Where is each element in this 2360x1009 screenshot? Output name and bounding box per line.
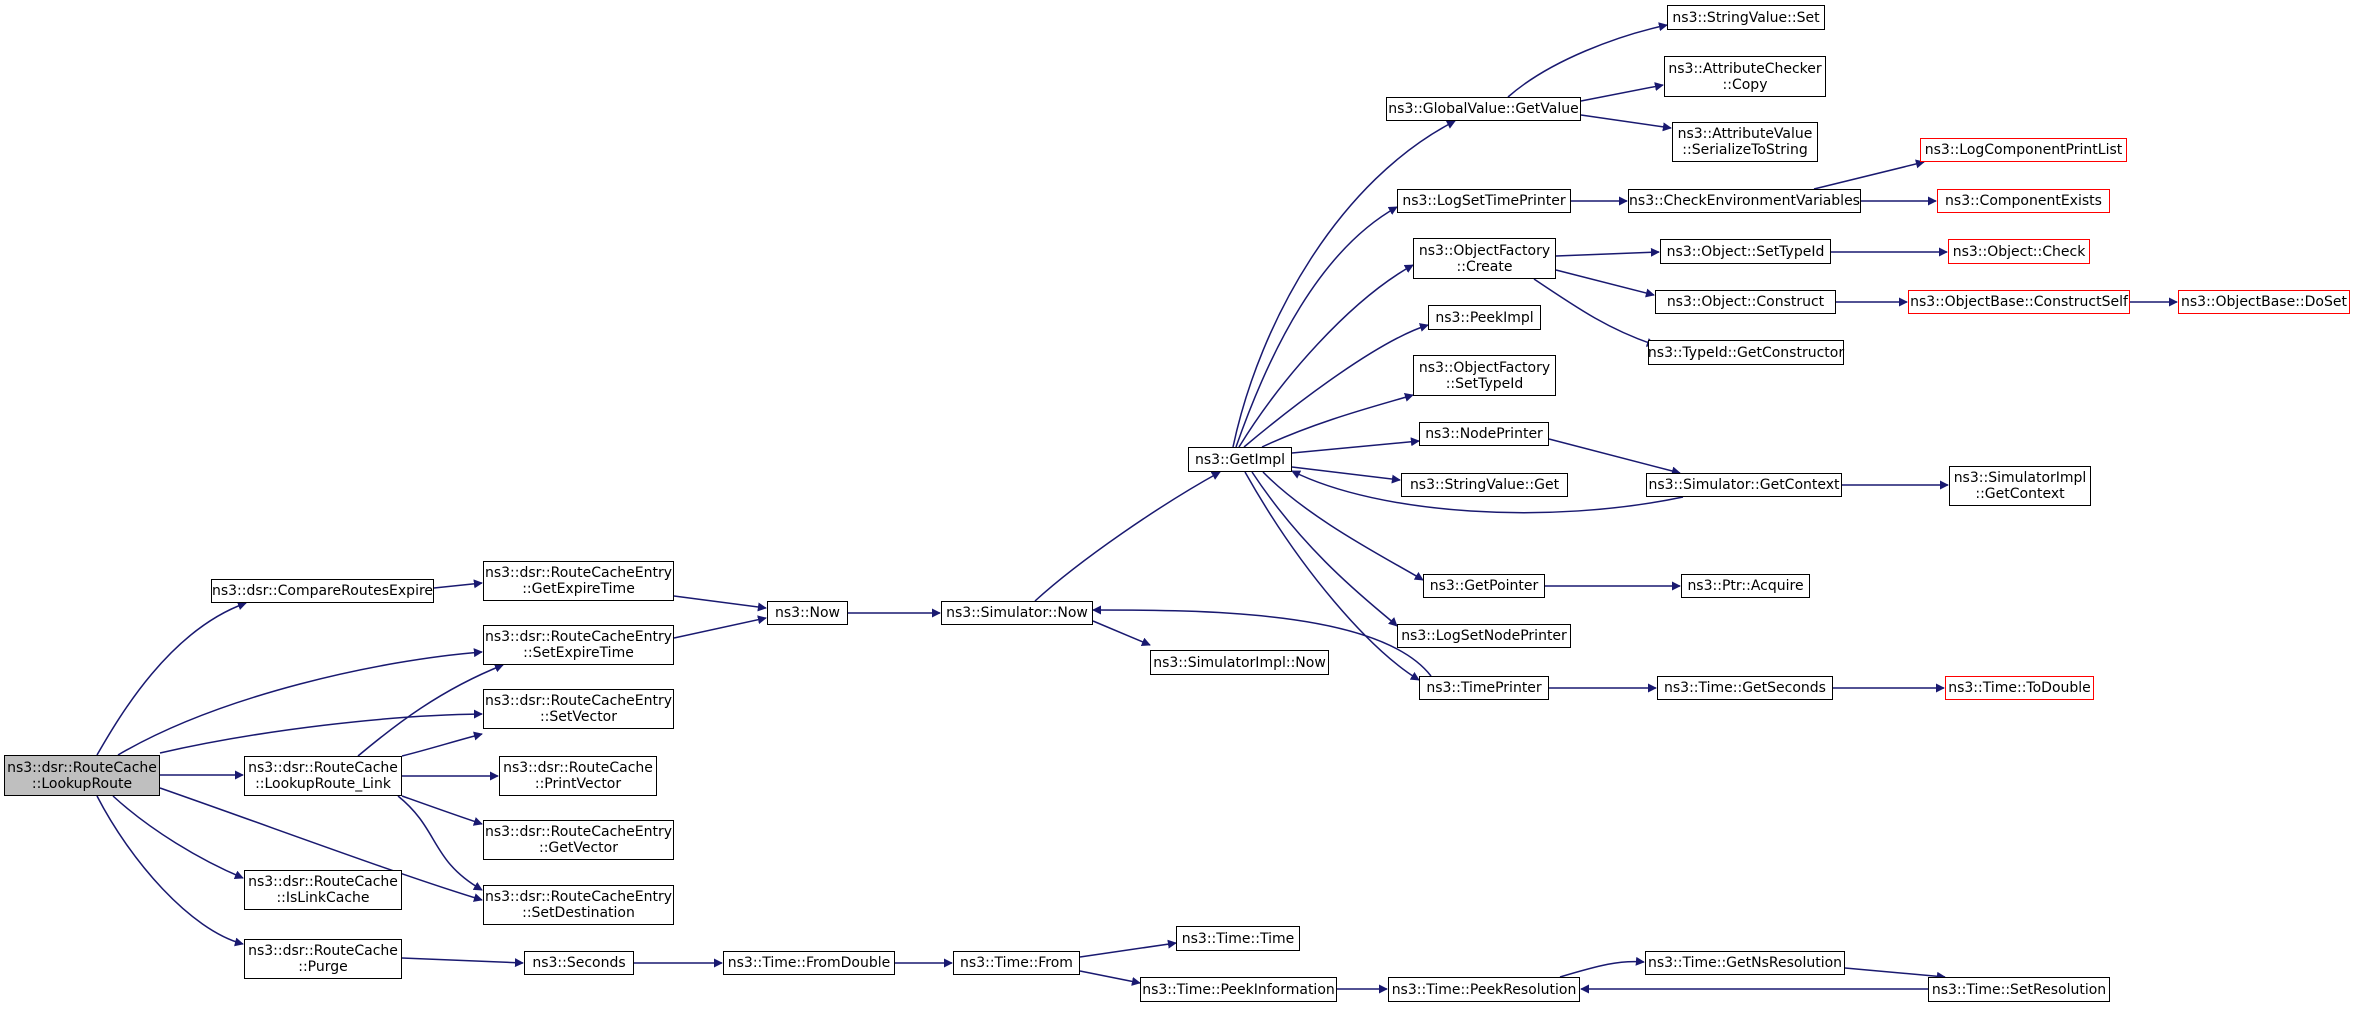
node-simulatorimpl-getcontext[interactable]: ns3::SimulatorImpl ::GetContext [1949, 466, 2091, 506]
node-get-impl[interactable]: ns3::GetImpl [1188, 447, 1292, 472]
node-object-settypeid[interactable]: ns3::Object::SetTypeId [1660, 239, 1831, 264]
node-stringvalue-get[interactable]: ns3::StringValue::Get [1401, 473, 1568, 497]
edge-getimpl-logsettimeprinter [1235, 206, 1398, 448]
edge-lookuproute-compareroutesexpire [96, 601, 247, 756]
edge-getimpl-peekimpl [1243, 323, 1429, 448]
node-object-check[interactable]: ns3::Object::Check [1948, 239, 2090, 264]
node-peek-impl[interactable]: ns3::PeekImpl [1428, 305, 1541, 330]
node-set-vector[interactable]: ns3::dsr::RouteCacheEntry ::SetVector [483, 689, 674, 729]
node-log-set-time-printer[interactable]: ns3::LogSetTimePrinter [1397, 189, 1571, 213]
edge-lookuproute-setvector [159, 709, 483, 754]
edge-compareroutesexpire-getexpiretime [433, 579, 483, 589]
node-object-construct[interactable]: ns3::Object::Construct [1655, 290, 1836, 314]
node-get-pointer[interactable]: ns3::GetPointer [1423, 574, 1545, 598]
edge-purge-seconds [401, 957, 524, 968]
node-time-time[interactable]: ns3::Time::Time [1176, 926, 1300, 951]
edge-getimpl-getpointer [1262, 471, 1424, 581]
node-component-exists[interactable]: ns3::ComponentExists [1937, 189, 2110, 213]
node-objectbase-doset[interactable]: ns3::ObjectBase::DoSet [2178, 290, 2350, 314]
edge-getimpl-nodeprinter [1291, 437, 1420, 454]
edge-lookuproutelink-setdestination [397, 795, 483, 891]
node-lookup-route: ns3::dsr::RouteCache ::LookupRoute [4, 755, 160, 796]
edge-timefrom-timetime [1079, 939, 1177, 958]
node-ptr-acquire[interactable]: ns3::Ptr::Acquire [1681, 574, 1810, 598]
edge-lookuproutelink-setvector [401, 731, 483, 757]
node-stringvalue-set[interactable]: ns3::StringValue::Set [1667, 5, 1825, 30]
node-time-peekresolution[interactable]: ns3::Time::PeekResolution [1388, 977, 1580, 1002]
edge-getimpl-globalvalue [1232, 120, 1456, 448]
node-typeid-getconstructor[interactable]: ns3::TypeId::GetConstructor [1648, 340, 1844, 365]
node-log-set-node-printer[interactable]: ns3::LogSetNodePrinter [1397, 624, 1571, 648]
node-set-destination[interactable]: ns3::dsr::RouteCacheEntry ::SetDestinati… [483, 885, 674, 925]
edge-globalvalue-attributevalueserialize [1580, 114, 1672, 132]
edge-nodeprinter-simulatorgetcontext [1548, 438, 1681, 476]
edge-simulatornow-getimpl [1034, 471, 1221, 602]
node-check-env-vars[interactable]: ns3::CheckEnvironmentVariables [1628, 189, 1861, 213]
node-globalvalue-getvalue[interactable]: ns3::GlobalValue::GetValue [1386, 97, 1581, 121]
node-seconds[interactable]: ns3::Seconds [524, 951, 634, 975]
node-time-getseconds[interactable]: ns3::Time::GetSeconds [1657, 676, 1833, 700]
node-compare-routes-expire[interactable]: ns3::dsr::CompareRoutesExpire [211, 579, 434, 603]
node-now[interactable]: ns3::Now [767, 601, 848, 625]
node-get-expire-time[interactable]: ns3::dsr::RouteCacheEntry ::GetExpireTim… [483, 561, 674, 601]
node-time-peekinformation[interactable]: ns3::Time::PeekInformation [1140, 977, 1337, 1002]
node-time-fromdouble[interactable]: ns3::Time::FromDouble [723, 951, 895, 975]
edge-getimpl-logsetnodeprinter [1251, 471, 1398, 627]
node-time-getnsresolution[interactable]: ns3::Time::GetNsResolution [1645, 951, 1845, 975]
edge-setexpiretime-now [673, 615, 767, 639]
node-node-printer[interactable]: ns3::NodePrinter [1419, 422, 1549, 446]
edge-getimpl-objectfactorycreate [1238, 264, 1414, 448]
node-simulator-getcontext[interactable]: ns3::Simulator::GetContext [1646, 473, 1842, 497]
edge-globalvalue-attributecheckercopy [1580, 82, 1664, 102]
edge-lookuproute-islinkcache [112, 795, 244, 880]
edge-objectfactorycreate-typeidgetconstructor [1533, 278, 1656, 347]
edge-lookuproute-purge [96, 795, 244, 947]
node-objectfactory-settypeid[interactable]: ns3::ObjectFactory ::SetTypeId [1413, 355, 1556, 396]
node-objectbase-constructself[interactable]: ns3::ObjectBase::ConstructSelf [1908, 290, 2130, 314]
node-attributechecker-copy[interactable]: ns3::AttributeChecker ::Copy [1664, 56, 1826, 97]
edge-lookuproutelink-setexpiretime [357, 663, 504, 757]
node-lookup-route-link[interactable]: ns3::dsr::RouteCache ::LookupRoute_Link [244, 756, 402, 796]
edge-lookuproute-setdestination [159, 787, 483, 902]
node-time-todouble[interactable]: ns3::Time::ToDouble [1945, 676, 2094, 700]
node-print-vector[interactable]: ns3::dsr::RouteCache ::PrintVector [499, 756, 657, 796]
node-get-vector[interactable]: ns3::dsr::RouteCacheEntry ::GetVector [483, 820, 674, 860]
node-log-component-print-list[interactable]: ns3::LogComponentPrintList [1920, 138, 2127, 162]
edge-objectfactorycreate-objectconstruct [1555, 269, 1655, 298]
edge-timeprinter-simulatornow [1092, 605, 1432, 677]
node-attributevalue-serialize[interactable]: ns3::AttributeValue ::SerializeToString [1672, 122, 1818, 162]
edge-timepeekresolution-timegetnsresolution [1559, 956, 1645, 978]
edge-objectfactorycreate-objectsettypeid [1555, 247, 1660, 257]
edge-lookuproute-setexpiretime [117, 648, 483, 756]
node-set-expire-time[interactable]: ns3::dsr::RouteCacheEntry ::SetExpireTim… [483, 625, 674, 665]
edge-getimpl-objectfactorysettypeid [1261, 393, 1414, 448]
node-time-from[interactable]: ns3::Time::From [953, 951, 1080, 975]
edge-getexpiretime-now [673, 595, 767, 612]
node-time-printer[interactable]: ns3::TimePrinter [1419, 676, 1549, 700]
node-simulator-now[interactable]: ns3::Simulator::Now [941, 601, 1093, 625]
node-is-link-cache[interactable]: ns3::dsr::RouteCache ::IsLinkCache [244, 870, 402, 910]
edge-timegetnsresolution-timesetresolution [1844, 967, 1946, 981]
edge-simulatornow-simulatorimplnow [1092, 620, 1151, 647]
node-objectfactory-create[interactable]: ns3::ObjectFactory ::Create [1413, 238, 1556, 279]
edge-simulatorgetcontext-getimpl [1291, 470, 1684, 514]
edge-checkenv-logcomponentprintlist [1813, 159, 1925, 190]
edge-timefrom-timepeekinformation [1079, 970, 1141, 986]
edge-globalvalue-stringvalueset [1507, 22, 1668, 98]
edge-getimpl-stringvalueget [1291, 466, 1401, 484]
edge-lookuproutelink-getvector [401, 795, 483, 826]
edge-getimpl-timeprinter [1244, 471, 1420, 681]
node-simulatorimpl-now[interactable]: ns3::SimulatorImpl::Now [1150, 650, 1329, 675]
node-time-setresolution[interactable]: ns3::Time::SetResolution [1928, 977, 2110, 1002]
node-purge[interactable]: ns3::dsr::RouteCache ::Purge [244, 939, 402, 979]
